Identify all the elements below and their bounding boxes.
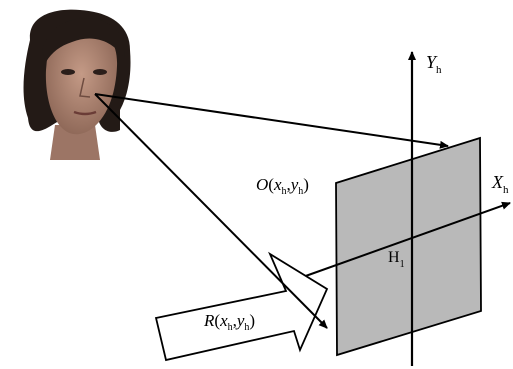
x-axis	[299, 201, 511, 279]
block-arrow-icon	[154, 251, 329, 362]
y-axis-label: Yh	[426, 52, 442, 76]
face-photo-icon	[23, 9, 131, 160]
image-plane	[335, 136, 482, 357]
projection-line-lower	[94, 93, 328, 329]
point-o-label: O(xh,yh)	[256, 175, 309, 197]
x-axis-label: Xh	[491, 172, 509, 196]
origin-label: H1	[388, 249, 405, 270]
projection-line-upper	[94, 93, 449, 149]
point-r-label: R(xh,yh)	[203, 311, 255, 333]
